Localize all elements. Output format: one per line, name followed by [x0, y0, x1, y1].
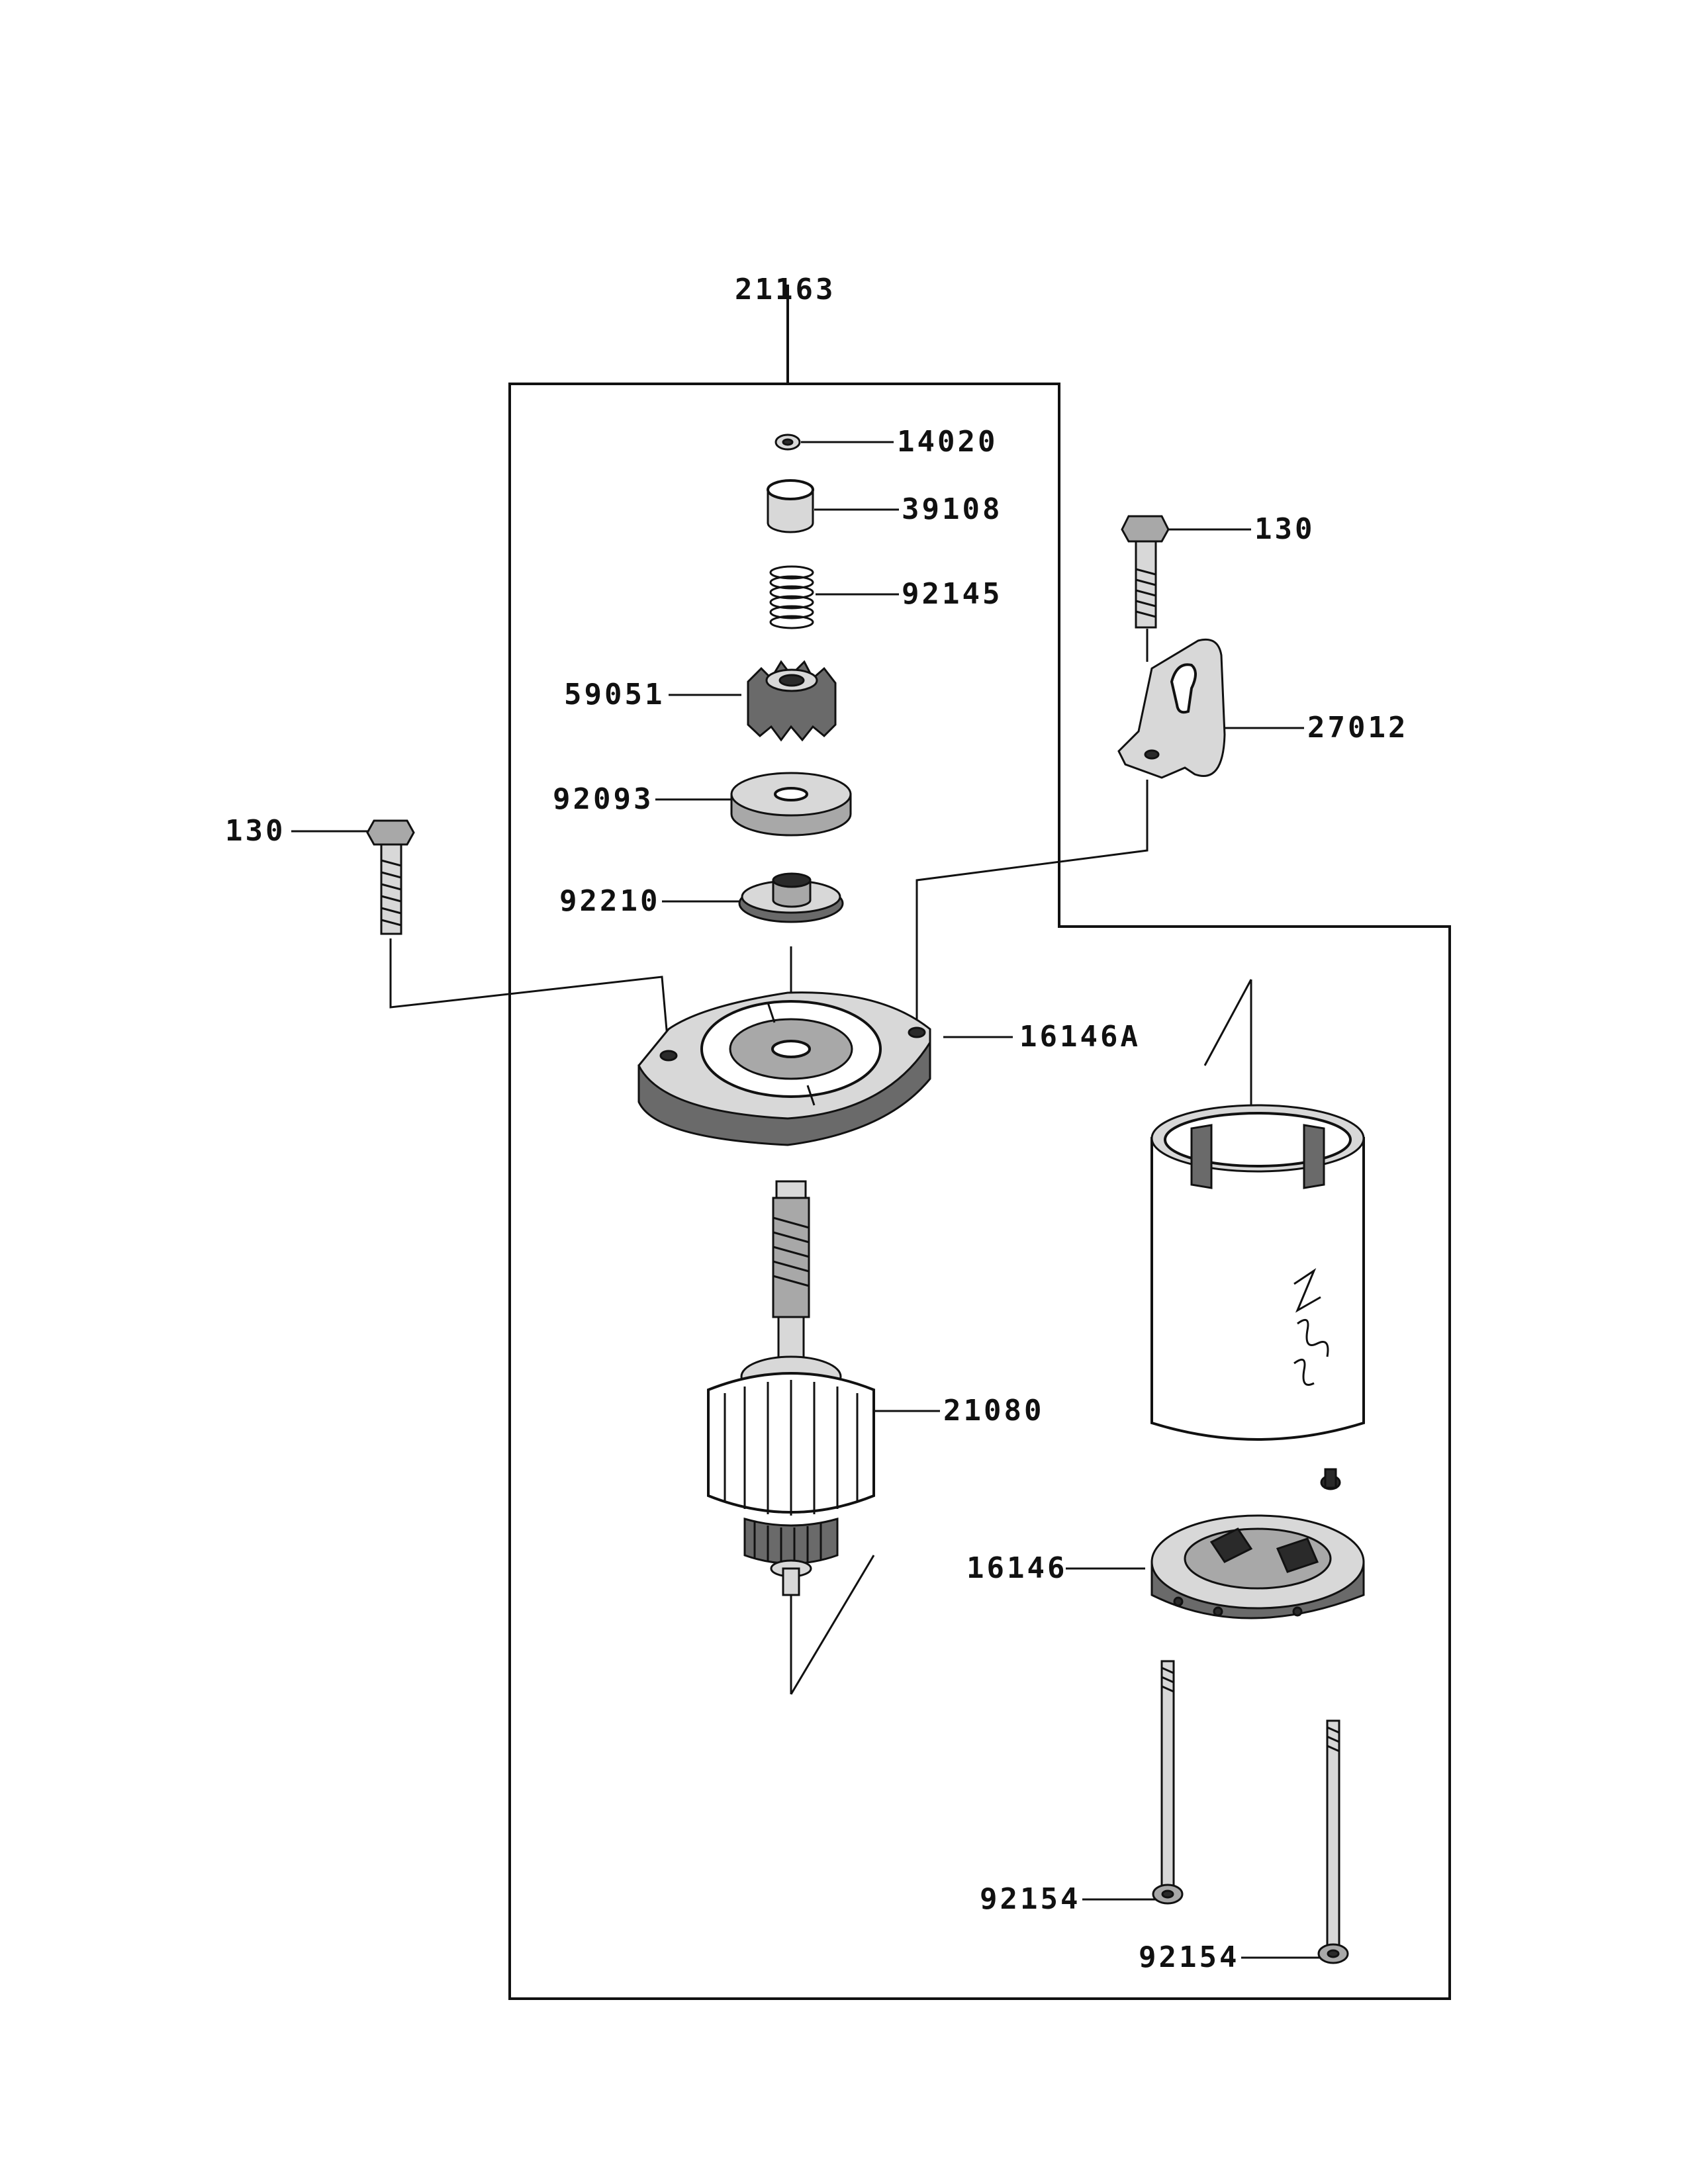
callout-27012: 27012 [1307, 711, 1408, 745]
callout-21080: 21080 [943, 1394, 1044, 1428]
callout-130-right: 130 [1254, 512, 1315, 546]
part-39108-collar [767, 479, 814, 533]
part-92093-washer [730, 772, 852, 837]
yoke-housing [1150, 1104, 1365, 1441]
part-59051-pinion-gear [747, 660, 837, 742]
callout-39108: 39108 [902, 492, 1002, 526]
part-130-bolt-right [1121, 515, 1170, 629]
callout-92145: 92145 [902, 577, 1002, 611]
callout-92093: 92093 [553, 782, 653, 816]
part-92154-through-bolt-a [1152, 1660, 1184, 1905]
callout-14020: 14020 [897, 425, 998, 459]
callout-labels: 21163 14020 39108 92145 130 59051 27012 … [225, 273, 1408, 1974]
assembly-outline [508, 285, 1451, 2000]
callout-92154-b: 92154 [1139, 1940, 1239, 1974]
part-92145-spring [769, 565, 814, 629]
part-92210-plate [738, 872, 844, 923]
part-16146-rear-cover [1150, 1468, 1365, 1619]
part-21080-armature [707, 1180, 875, 1596]
callout-92154-a: 92154 [980, 1882, 1080, 1916]
callout-16146A: 16146A [1019, 1020, 1141, 1054]
part-14020-nut [774, 433, 801, 451]
callout-21163: 21163 [735, 273, 835, 306]
callout-16146: 16146 [966, 1551, 1067, 1585]
part-16146A-front-cover [637, 991, 931, 1146]
callout-130-left: 130 [225, 814, 285, 848]
part-92154-through-bolt-b [1317, 1719, 1349, 1964]
part-130-bolt-left [366, 819, 415, 935]
callout-92210: 92210 [559, 884, 660, 918]
callout-59051: 59051 [564, 678, 665, 711]
part-27012-bracket [1117, 638, 1226, 779]
